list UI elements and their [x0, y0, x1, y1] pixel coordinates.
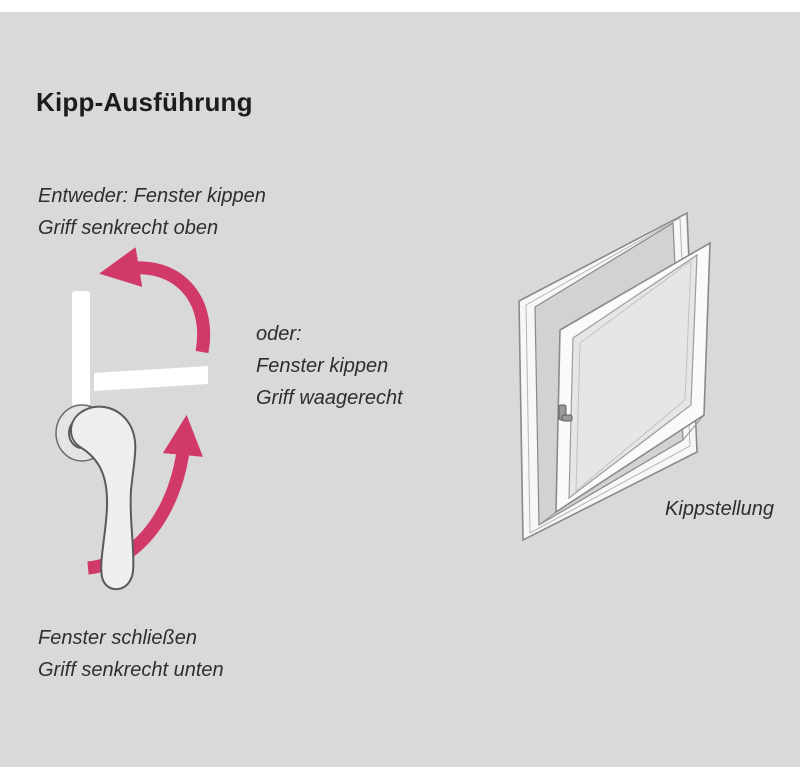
caption-window: Kippstellung — [665, 498, 774, 520]
handle-ghost-horizontal — [94, 366, 208, 391]
tilted-window-illustration — [480, 195, 750, 555]
window-sash-handle-icon — [558, 404, 573, 422]
handle-rotation-illustration — [30, 245, 260, 620]
handle-grip — [70, 405, 137, 591]
caption-option1-line1: Entweder: Fenster kippen — [38, 185, 266, 207]
window-glass — [568, 253, 698, 500]
caption-option1: Entweder: Fenster kippen Griff senkrecht… — [38, 180, 266, 244]
window-glass-inner-line — [575, 259, 692, 493]
caption-option2-line1: oder: — [256, 323, 302, 345]
page-title: Kipp-Ausführung — [36, 87, 253, 118]
top-strip — [0, 0, 800, 12]
rotate-counterclockwise-arrow-icon — [99, 247, 210, 354]
window-handle-icon — [55, 247, 210, 591]
handle-ghost-vertical — [72, 291, 90, 423]
caption-option1-line2: Griff senkrecht oben — [38, 217, 219, 239]
caption-option2: oder: Fenster kippen Griff waagerecht — [256, 318, 403, 414]
caption-option2-line2: Fenster kippen — [256, 355, 389, 377]
caption-close-line1: Fenster schließen — [38, 627, 197, 649]
hinge-depth-line-right — [682, 414, 705, 441]
caption-close-line2: Griff senkrecht unten — [38, 659, 224, 681]
caption-option2-line3: Griff waagerecht — [256, 387, 403, 409]
window-frame-edge — [525, 217, 691, 534]
hinge-depth-line-left — [538, 511, 557, 526]
caption-close: Fenster schließen Griff senkrecht unten — [38, 622, 224, 686]
tilted-window-icon — [518, 211, 711, 542]
